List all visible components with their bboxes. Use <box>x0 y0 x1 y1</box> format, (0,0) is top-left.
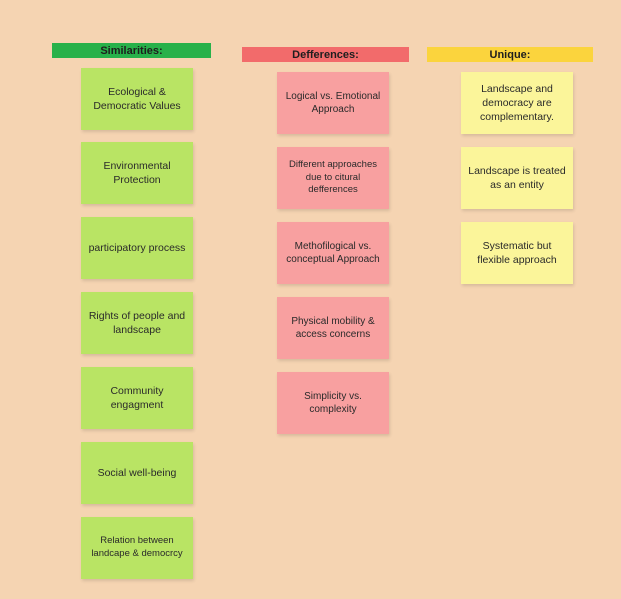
note-text: Ecological & Democratic Values <box>93 85 181 112</box>
similarities-header[interactable]: Similarities: <box>52 43 211 58</box>
note-text: Landscape is treated as an entity <box>468 164 566 191</box>
sticky-note-difference[interactable]: Methofilogical vs. conceptual Approach <box>277 222 389 284</box>
sticky-note-difference[interactable]: Physical mobility & access concerns <box>277 297 389 359</box>
note-text: Environmental Protection <box>103 159 171 186</box>
sticky-note-unique[interactable]: Landscape is treated as an entity <box>461 147 573 209</box>
note-text: Community engagment <box>110 384 164 411</box>
sticky-note-unique[interactable]: Systematic but flexible approach <box>461 222 573 284</box>
sticky-note-similarity[interactable]: participatory process <box>81 217 193 279</box>
sticky-note-similarity[interactable]: Ecological & Democratic Values <box>81 68 193 130</box>
note-text: participatory process <box>88 241 186 254</box>
sticky-note-difference[interactable]: Simplicity vs. complexity <box>277 372 389 434</box>
note-text: Methofilogical vs. conceptual Approach <box>286 240 380 266</box>
sticky-note-similarity[interactable]: Social well-being <box>81 442 193 504</box>
note-text: Social well-being <box>97 466 177 479</box>
sticky-note-similarity[interactable]: Community engagment <box>81 367 193 429</box>
sticky-note-similarity[interactable]: Relation between landcape & democrcy <box>81 517 193 579</box>
note-text: Logical vs. Emotional Approach <box>285 90 381 116</box>
sticky-note-unique[interactable]: Landscape and democracy are complementar… <box>461 72 573 134</box>
differences-header[interactable]: Defferences: <box>242 47 409 62</box>
note-text: Physical mobility & access concerns <box>291 315 375 341</box>
unique-header[interactable]: Unique: <box>427 47 593 62</box>
sticky-note-similarity[interactable]: Environmental Protection <box>81 142 193 204</box>
note-text: Rights of people and landscape <box>88 309 186 336</box>
note-text: Landscape and democracy are complementar… <box>480 82 554 124</box>
sticky-note-difference[interactable]: Different approaches due to citural deff… <box>277 147 389 209</box>
sticky-note-difference[interactable]: Logical vs. Emotional Approach <box>277 72 389 134</box>
note-text: Systematic but flexible approach <box>477 239 557 266</box>
note-text: Different approaches due to citural deff… <box>288 158 378 196</box>
note-text: Relation between landcape & democrcy <box>91 535 183 559</box>
sticky-note-similarity[interactable]: Rights of people and landscape <box>81 292 193 354</box>
note-text: Simplicity vs. complexity <box>304 390 362 416</box>
